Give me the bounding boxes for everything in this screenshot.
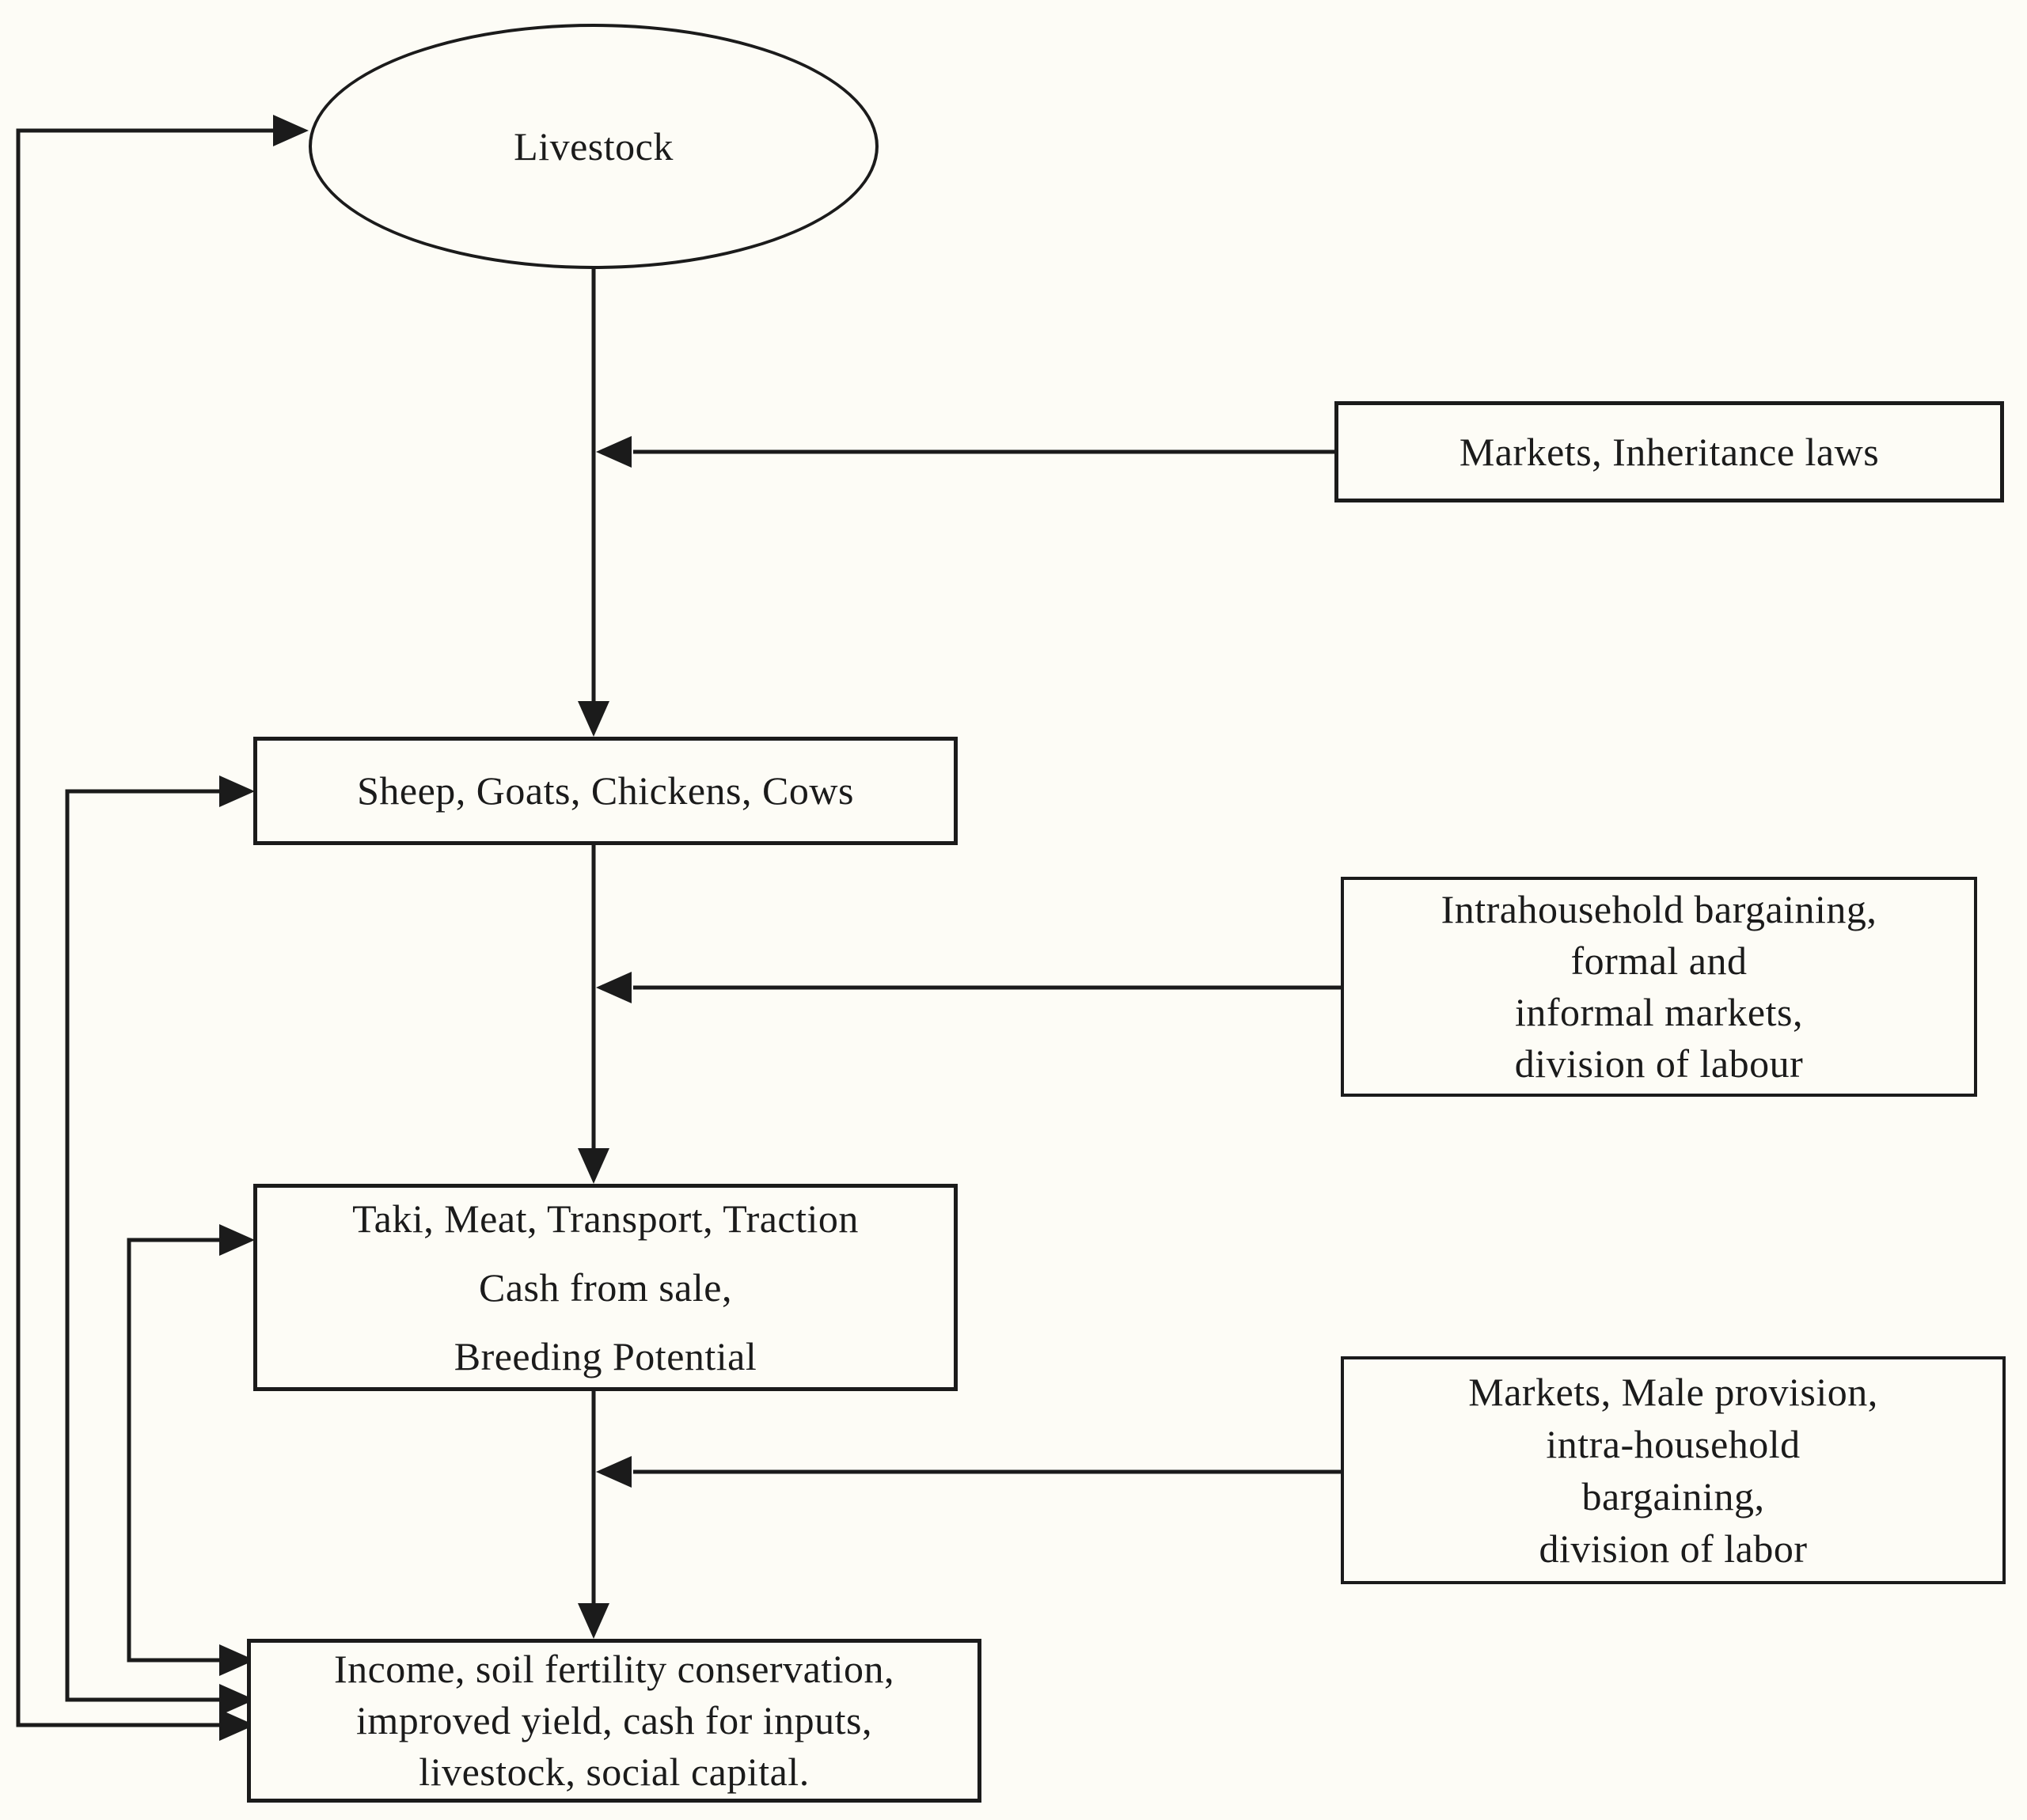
node-benefits: Taki, Meat, Transport, Traction Cash fro… (253, 1184, 958, 1391)
node-influence-markets-male-label: Markets, Male provision, intra-household… (1468, 1370, 1878, 1571)
node-livestock: Livestock (309, 24, 879, 269)
node-influence-markets-male: Markets, Male provision, intra-household… (1341, 1356, 2006, 1584)
node-influence-markets-inheritance-label: Markets, Inheritance laws (1459, 429, 1880, 474)
node-benefits-label: Taki, Meat, Transport, Traction Cash fro… (352, 1196, 859, 1378)
arrowhead-intrahousehold (596, 972, 632, 1003)
arrowhead-markets-male (596, 1456, 632, 1488)
arrowhead-feedback-into-species (219, 775, 255, 807)
node-livestock-label: Livestock (514, 123, 674, 169)
node-species: Sheep, Goats, Chickens, Cows (253, 737, 958, 845)
arrowhead-feedback-benefits-into-outcomes (219, 1644, 255, 1676)
edge-feedback-outcomes-benefits (127, 1238, 222, 1663)
arrowhead-feedback-species-into-outcomes (219, 1684, 255, 1716)
arrowhead-feedback-into-benefits (219, 1224, 255, 1256)
node-outcomes: Income, soil fertility conservation, imp… (247, 1639, 981, 1803)
arrowhead-into-outcomes-top (578, 1603, 609, 1639)
arrowhead-feedback-into-livestock (273, 115, 309, 146)
node-outcomes-label: Income, soil fertility conservation, imp… (333, 1647, 895, 1794)
edge-feedback-outcomes-livestock (16, 128, 273, 1727)
arrowhead-into-benefits-top (578, 1148, 609, 1184)
node-species-label: Sheep, Goats, Chickens, Cows (357, 768, 854, 813)
arrowhead-markets-inheritance (596, 436, 632, 468)
arrowhead-feedback-livestock-into-outcomes (219, 1709, 255, 1741)
arrowhead-into-species-top (578, 701, 609, 737)
node-influence-intrahousehold: Intrahousehold bargaining, formal and in… (1341, 877, 1977, 1097)
node-influence-markets-inheritance: Markets, Inheritance laws (1334, 401, 2004, 502)
edge-feedback-outcomes-species (65, 789, 222, 1702)
node-influence-intrahousehold-label: Intrahousehold bargaining, formal and in… (1441, 887, 1877, 1086)
